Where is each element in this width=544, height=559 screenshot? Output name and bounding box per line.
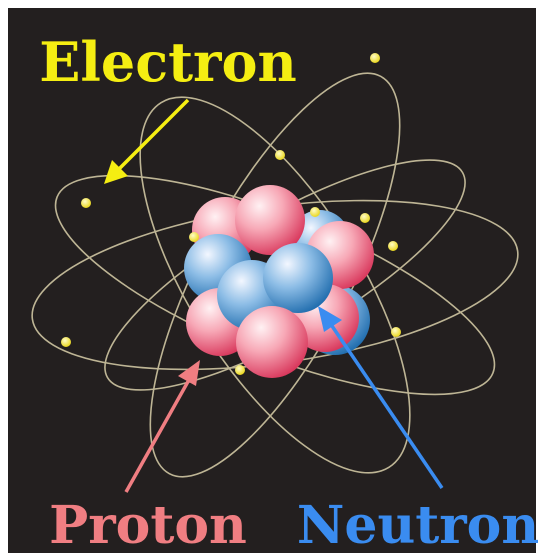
electron	[61, 337, 71, 347]
electron	[360, 213, 370, 223]
proton-label: Proton	[49, 495, 247, 556]
proton	[236, 306, 308, 378]
neutron	[263, 243, 333, 313]
electron	[391, 327, 401, 337]
electron	[189, 232, 199, 242]
electron	[310, 207, 320, 217]
electron	[388, 241, 398, 251]
electron	[275, 150, 285, 160]
electron-label: Electron	[39, 30, 297, 94]
electron	[235, 365, 245, 375]
electron	[81, 198, 91, 208]
neutron-label: Neutron	[297, 495, 539, 556]
electron	[370, 53, 380, 63]
